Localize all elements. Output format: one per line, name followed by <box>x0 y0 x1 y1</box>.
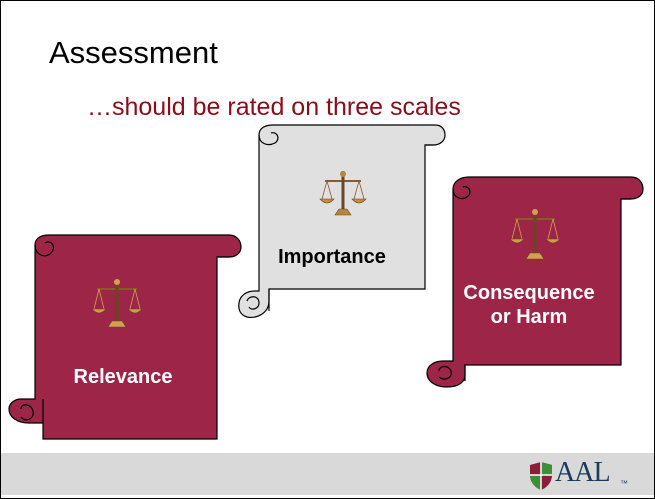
shield-icon <box>530 462 552 490</box>
scroll-shape <box>426 176 644 388</box>
scroll-importance: Importance <box>237 123 447 323</box>
scales-of-justice-icon <box>91 279 143 328</box>
logo-text: AAL <box>555 457 611 488</box>
logo-trademark: ™ <box>620 479 628 488</box>
scales-of-justice-icon <box>509 209 561 260</box>
slide-subtitle: …should be rated on three scales <box>87 93 461 121</box>
scroll-shape <box>8 234 242 440</box>
scroll-label-consequence: Consequence or Harm <box>463 282 595 328</box>
scroll-label-importance: Importance <box>278 246 386 268</box>
scroll-consequence: Consequence or Harm <box>425 175 645 389</box>
aal-logo: AAL ™ <box>529 455 639 493</box>
slide-title: Assessment <box>49 35 218 70</box>
scroll-label-relevance: Relevance <box>73 366 173 388</box>
scales-of-justice-icon <box>319 171 367 216</box>
scroll-relevance: Relevance <box>7 233 243 443</box>
scroll-shape <box>238 124 446 318</box>
